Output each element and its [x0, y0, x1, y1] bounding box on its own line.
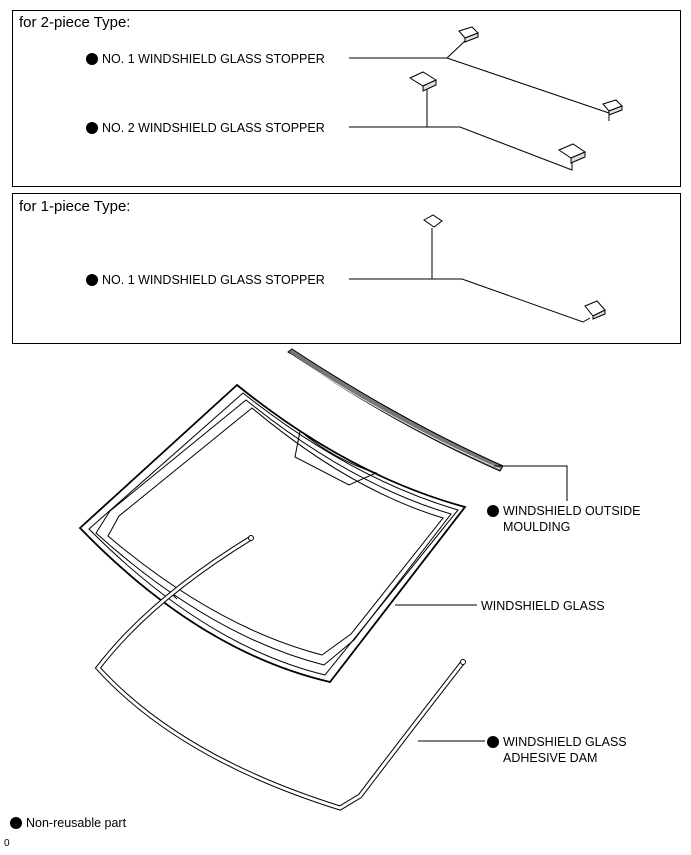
one-piece-panel	[12, 193, 681, 344]
non-reusable-dot-icon	[86, 53, 98, 65]
leader-two-piece-stopper-1-branch	[446, 39, 467, 59]
stopper-icon-one-piece-bottom	[584, 300, 606, 320]
one-piece-title: for 1-piece Type:	[19, 198, 131, 215]
windshield-glass-label: WINDSHIELD GLASS	[481, 599, 605, 613]
figure-number: 0	[4, 838, 10, 849]
stopper-icon-no2-bottom	[557, 143, 587, 164]
two-piece-stopper-1-label: NO. 1 WINDSHIELD GLASS STOPPER	[86, 51, 325, 67]
non-reusable-dot-icon	[86, 274, 98, 286]
stopper-icon-no2-top	[408, 71, 438, 92]
windshield-glass-icon	[78, 383, 467, 684]
outside-moulding-icon	[287, 348, 504, 472]
leader-one-piece-stopper-1	[349, 278, 591, 323]
non-reusable-dot-icon	[487, 736, 499, 748]
two-piece-title: for 2-piece Type:	[19, 14, 131, 31]
non-reusable-dot-icon	[487, 505, 499, 517]
adhesive-dam-icon	[94, 535, 466, 811]
leader-outside-moulding	[494, 465, 568, 501]
two-piece-stopper-2-label: NO. 2 WINDSHIELD GLASS STOPPER	[86, 120, 325, 136]
legend-non-reusable: Non-reusable part	[10, 816, 126, 830]
non-reusable-dot-icon	[10, 817, 22, 829]
non-reusable-dot-icon	[86, 122, 98, 134]
stopper-icon-one-piece-top	[423, 214, 443, 228]
stopper-icon-no1-bottom	[602, 99, 623, 116]
one-piece-stopper-1-label: NO. 1 WINDSHIELD GLASS STOPPER	[86, 272, 325, 288]
stopper-icon-no1-top	[458, 26, 479, 43]
leader-two-piece-stopper-2	[349, 126, 573, 171]
leader-two-piece-stopper-1	[349, 57, 610, 121]
